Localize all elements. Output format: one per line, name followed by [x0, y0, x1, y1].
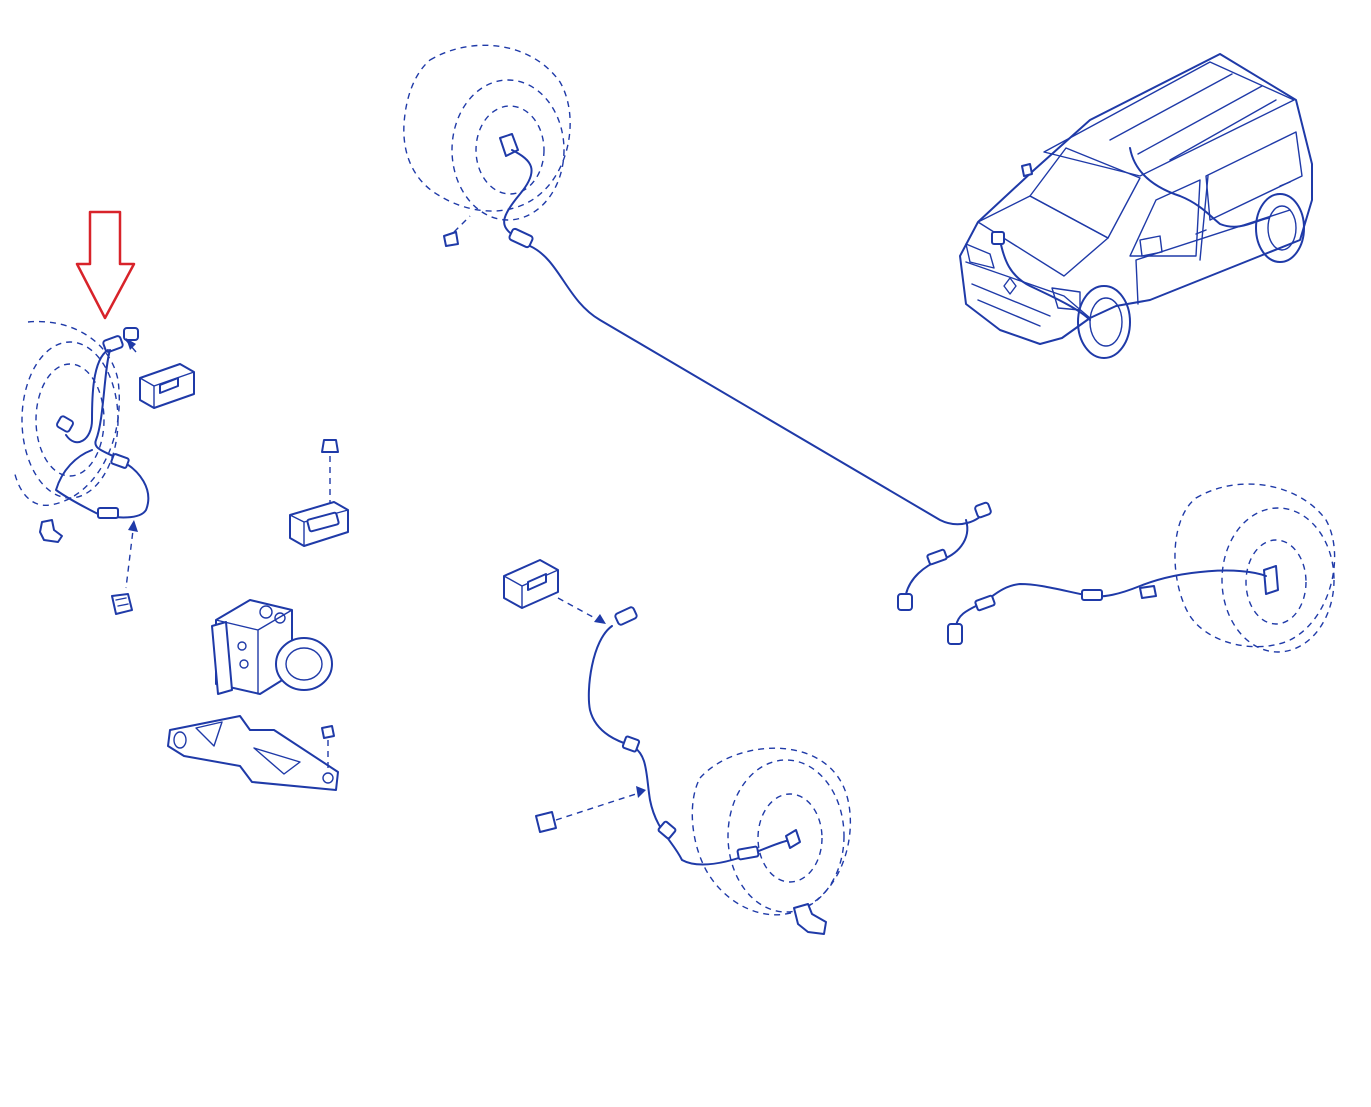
abs-hydraulic-unit[interactable] [211, 599, 333, 695]
rear-right-sensor-harness[interactable] [947, 565, 1279, 645]
front-right-wheel [691, 747, 851, 916]
front-left-wheel [13, 320, 120, 506]
abs-mounting-bracket[interactable] [167, 715, 339, 791]
down-arrow-icon [75, 210, 136, 320]
front-right-sensor-harness[interactable] [503, 559, 827, 935]
rear-left-wheel [403, 44, 571, 221]
sensor-connector-clip-box[interactable] [125, 338, 195, 409]
front-left-wheel-speed-sensor[interactable] [55, 327, 150, 519]
van-overview [959, 53, 1313, 359]
abs-ecu-bracket-with-nut[interactable] [289, 439, 349, 547]
front-sensor-harness-clip[interactable] [39, 519, 63, 543]
rear-right-wheel [1174, 483, 1336, 653]
harness-retaining-clip[interactable] [111, 520, 138, 615]
long-rear-harness[interactable] [443, 133, 992, 611]
